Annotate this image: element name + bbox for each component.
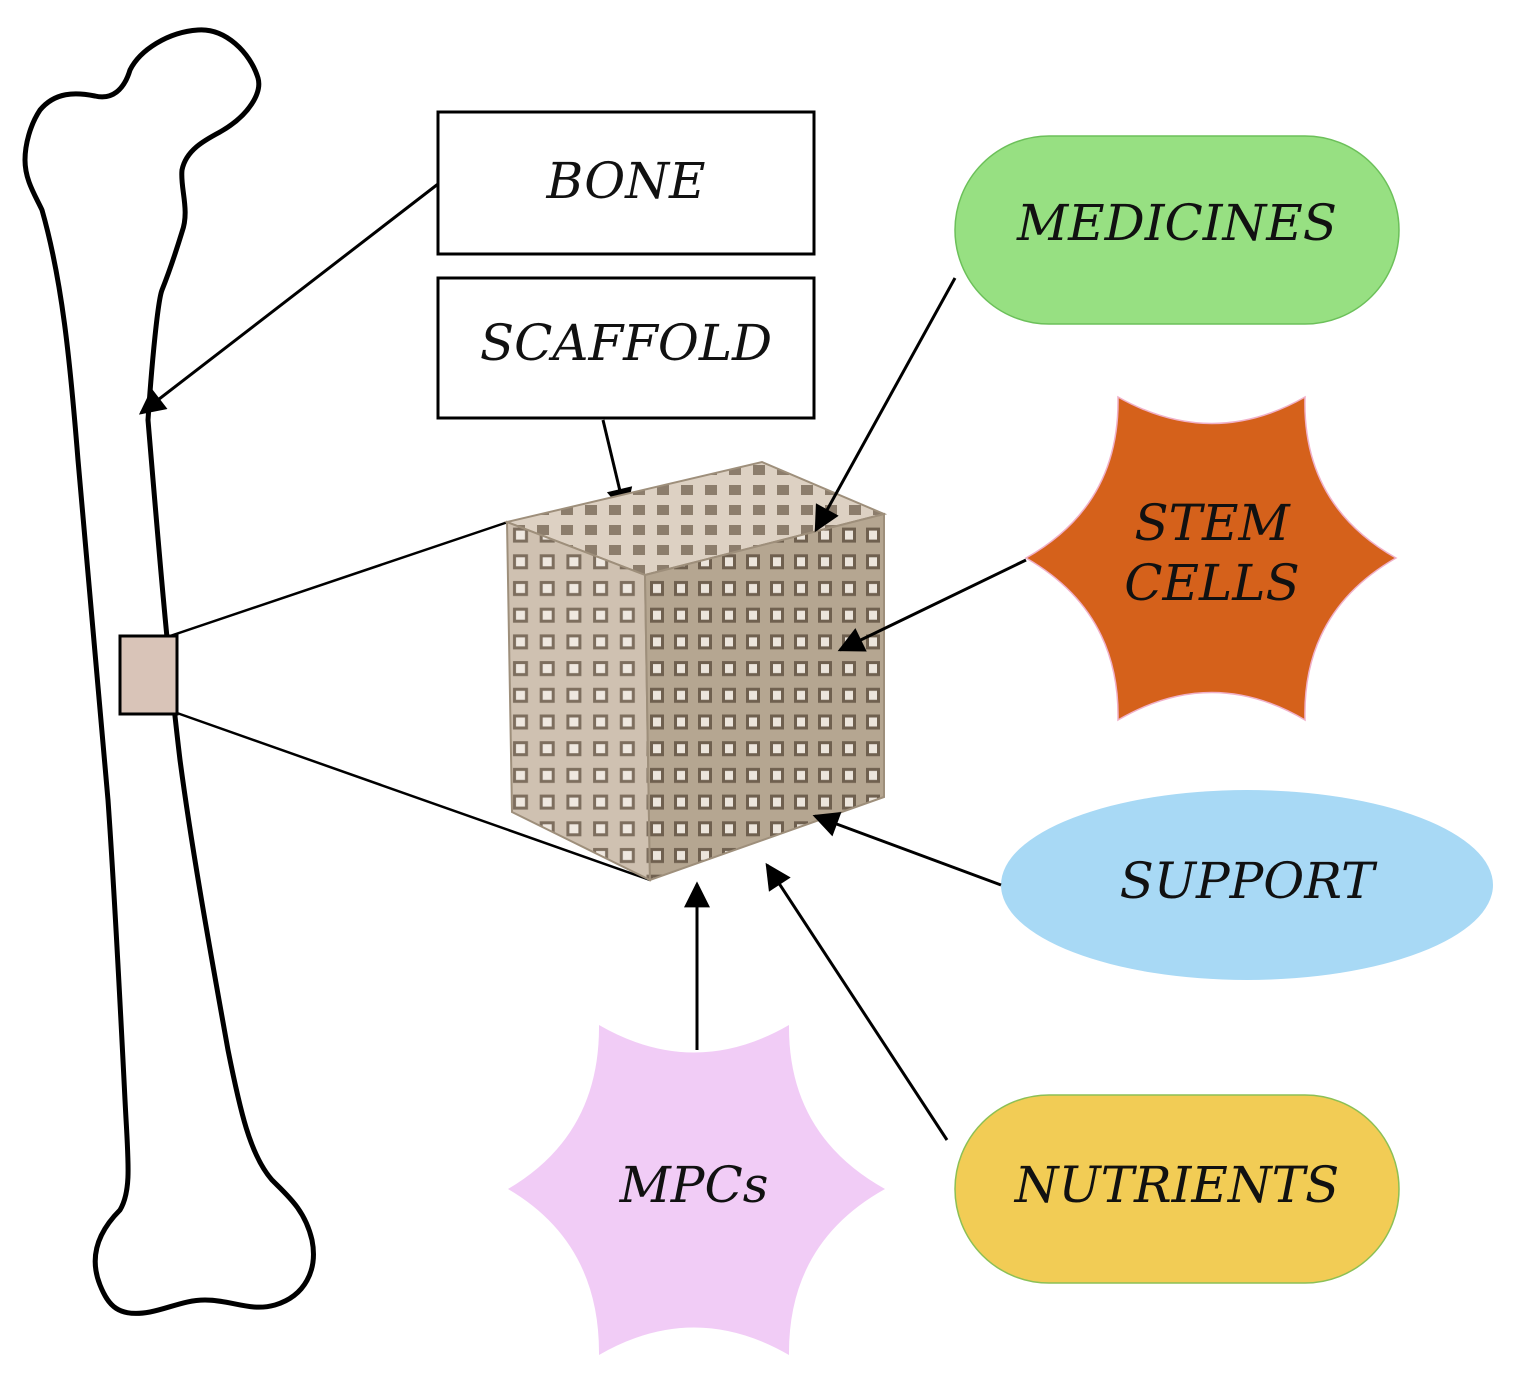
zoom-line-top [169, 520, 509, 638]
mpcs-star-shape [508, 1025, 885, 1355]
mpcs-label: MPCs [619, 1156, 769, 1214]
bone-arrow [138, 182, 439, 415]
medicines-node: MEDICINES [954, 135, 1400, 325]
scaffold-front-face [505, 520, 652, 882]
scaffold-label: SCAFFOLD [480, 314, 772, 372]
medicines-label: MEDICINES [1016, 194, 1337, 252]
support-arrow [812, 811, 1002, 887]
zoom-line-bottom [176, 711, 651, 882]
scaffold-side-face [643, 512, 885, 882]
stem-cells-arrow [837, 558, 1027, 652]
scaffold-cube [503, 460, 888, 882]
stem-cells-label-line1: STEM [1134, 494, 1291, 552]
bone-section-sample [118, 634, 179, 716]
support-label: SUPPORT [1120, 852, 1378, 910]
nutrients-shape [954, 1094, 1400, 1284]
stem-cells-star-shape [1024, 395, 1398, 722]
stem-cells-label-line2: CELLS [1124, 554, 1299, 612]
support-node: SUPPORT [1001, 790, 1493, 980]
support-shape [1001, 790, 1493, 980]
nutrients-arrow [765, 862, 949, 1141]
medicines-shape [954, 135, 1400, 325]
bone-label: BONE [546, 152, 706, 210]
nutrients-node: NUTRIENTS [954, 1094, 1400, 1284]
stem-cells-node: STEM CELLS [1024, 395, 1398, 722]
scaffold-label-box: SCAFFOLD [436, 276, 816, 420]
mpcs-node: MPCs [508, 1025, 885, 1355]
bone-label-box: BONE [436, 110, 816, 256]
medicines-arrow [814, 277, 957, 533]
nutrients-label: NUTRIENTS [1014, 1156, 1340, 1214]
